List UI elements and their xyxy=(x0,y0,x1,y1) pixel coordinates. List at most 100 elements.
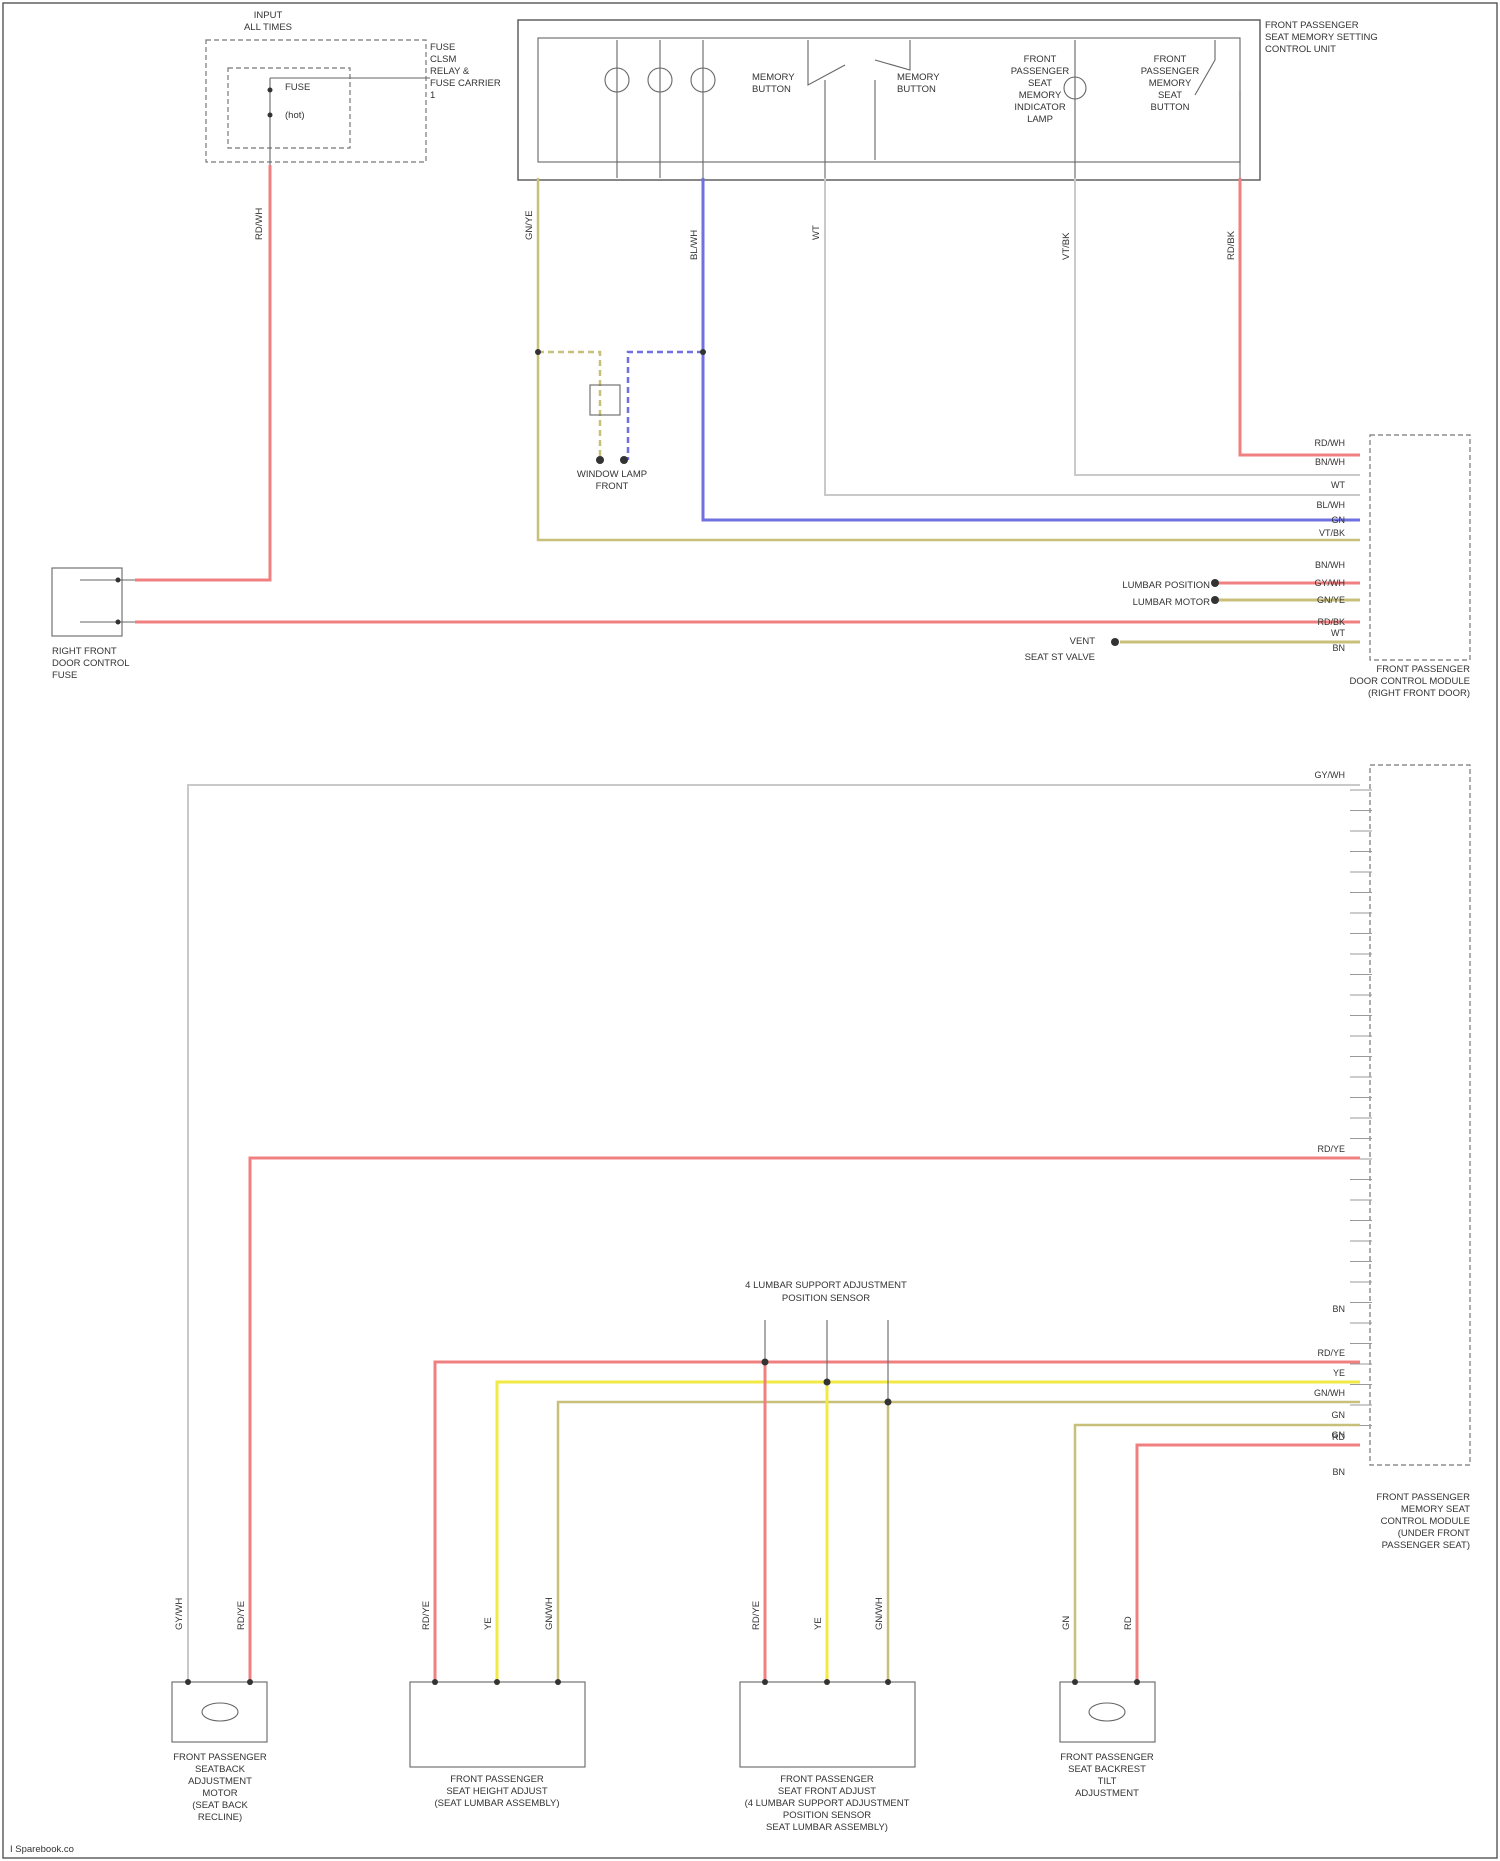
seat-control-label-1: FRONT PASSENGER xyxy=(1376,1492,1470,1503)
right-front-door-label-1: RIGHT FRONT xyxy=(52,646,117,657)
right-front-door-fuse: RIGHT FRONT DOOR CONTROL FUSE xyxy=(52,568,135,681)
seat-button-label-2: PASSENGER xyxy=(1141,66,1200,77)
wire-label-lower-2: RD/YE xyxy=(236,1601,247,1630)
bottom1-label-5: (SEAT BACK xyxy=(192,1800,248,1811)
connector-upper-pin-5: VT/BK xyxy=(1319,528,1345,538)
right-front-door-label-3: FUSE xyxy=(52,670,77,681)
hot-label: (hot) xyxy=(285,110,305,121)
wire-red1 xyxy=(135,165,270,580)
bottom1-label-6: RECLINE) xyxy=(198,1812,242,1823)
fuse-label: FUSE xyxy=(285,82,310,93)
bottom3-label-2: SEAT FRONT ADJUST xyxy=(778,1786,876,1797)
wire-label-vt-bk: VT/BK xyxy=(1061,232,1072,260)
bottom-component-2: FRONT PASSENGER SEAT HEIGHT ADJUST (SEAT… xyxy=(410,1679,585,1809)
connector-upper-pin-0: RD/WH xyxy=(1315,438,1346,448)
door-control-label-3: (RIGHT FRONT DOOR) xyxy=(1368,688,1470,699)
indicator-label-2: PASSENGER xyxy=(1011,66,1070,77)
window-lamp-label-1: WINDOW LAMP xyxy=(577,469,647,480)
seat-button-label-3: MEMORY xyxy=(1149,78,1192,89)
wire-label-gn-ye: GN/YE xyxy=(524,210,535,240)
wire-label-b2c: GN/WH xyxy=(874,1597,885,1630)
bottom2-label-2: SEAT HEIGHT ADJUST xyxy=(446,1786,548,1797)
bottom4-label-3: TILT xyxy=(1098,1776,1117,1787)
wire-blue2 xyxy=(628,352,703,460)
lumbar-sensor-label-1: 4 LUMBAR SUPPORT ADJUSTMENT xyxy=(745,1280,907,1291)
bottom-component-3: FRONT PASSENGER SEAT FRONT ADJUST (4 LUM… xyxy=(740,1679,915,1833)
connector-upper-pin-4: GN xyxy=(1332,515,1346,525)
upper-wires xyxy=(135,165,1360,642)
wire-label-lower-1: GY/WH xyxy=(174,1598,185,1630)
footer-text: I Sparebook.co xyxy=(10,1844,74,1855)
connector-lower-pin-5: GN/WH xyxy=(1314,1388,1345,1398)
wire-label-rd-bk: RD/BK xyxy=(1226,230,1237,260)
fuse-relay-note-5: 1 xyxy=(430,90,435,101)
connector-lower-pin-4: YE xyxy=(1333,1368,1345,1378)
memory-button1-label-1: MEMORY xyxy=(752,72,795,83)
fuse-block-label-2: ALL TIMES xyxy=(244,22,292,33)
seat-control-label-2: MEMORY SEAT xyxy=(1401,1504,1470,1515)
seat-control-label-5: PASSENGER SEAT) xyxy=(1382,1540,1470,1551)
memory-button2-label-1: MEMORY xyxy=(897,72,940,83)
connector-lower-pin-2: BN xyxy=(1332,1304,1345,1314)
seat-control-label-4: (UNDER FRONT xyxy=(1398,1528,1470,1539)
seat-control-label-3: CONTROL MODULE xyxy=(1381,1516,1470,1527)
seat-memory-module-label-2: SEAT MEMORY SETTING xyxy=(1265,32,1378,43)
connector-upper-pin-10: WT xyxy=(1331,628,1345,638)
lumbar-sensor-label-2: POSITION SENSOR xyxy=(782,1293,870,1304)
connector-lower-pin-1: RD/YE xyxy=(1317,1144,1345,1154)
bottom1-label-4: MOTOR xyxy=(202,1788,237,1799)
wire-label-b1b: YE xyxy=(483,1617,494,1630)
door-control-label-2: DOOR CONTROL MODULE xyxy=(1349,676,1470,687)
wire-lyellow1 xyxy=(497,1382,1360,1685)
connector-upper-pin-6: BN/WH xyxy=(1315,560,1345,570)
page-border xyxy=(3,3,1497,1858)
bottom-component-4: FRONT PASSENGER SEAT BACKREST TILT ADJUS… xyxy=(1060,1679,1155,1799)
connector-lower-pin-0: GY/WH xyxy=(1315,770,1346,780)
fuse-relay-note-4: FUSE CARRIER xyxy=(430,78,501,89)
wire-label-upper-left: RD/WH xyxy=(254,208,265,240)
seat-button-label-4: SEAT xyxy=(1158,90,1182,101)
lumbar-motor-label: LUMBAR MOTOR xyxy=(1133,597,1211,608)
bottom3-label-3: (4 LUMBAR SUPPORT ADJUSTMENT xyxy=(745,1798,910,1809)
connector-upper-pin-7: GY/WH xyxy=(1315,578,1346,588)
indicator-label-3: SEAT xyxy=(1028,78,1052,89)
lumbar-pos-label: LUMBAR POSITION xyxy=(1122,580,1210,591)
bottom1-label-3: ADJUSTMENT xyxy=(188,1776,252,1787)
fuse-relay-note-2: CLSM xyxy=(430,54,456,65)
wire-label-b2a: RD/YE xyxy=(751,1601,762,1630)
seat-memory-module-label-1: FRONT PASSENGER xyxy=(1265,20,1359,31)
seat-st-label: SEAT ST VALVE xyxy=(1025,652,1095,663)
wire-olive2 xyxy=(538,352,600,460)
wire-lred3 xyxy=(1137,1445,1360,1685)
bottom4-label-4: ADJUSTMENT xyxy=(1075,1788,1139,1799)
connector-upper-pin-9: RD/BK xyxy=(1317,617,1345,627)
connector-upper-pin-8: GN/YE xyxy=(1317,595,1345,605)
door-control-label-1: FRONT PASSENGER xyxy=(1376,664,1470,675)
wire-label-bl-wh: BL/WH xyxy=(689,230,700,260)
wire-label-b2b: YE xyxy=(813,1617,824,1630)
right-front-door-label-2: DOOR CONTROL xyxy=(52,658,130,669)
connector-upper-pin-3: BL/WH xyxy=(1316,500,1345,510)
window-lamp-label-2: FRONT xyxy=(596,481,629,492)
indicator-label-1: FRONT xyxy=(1024,54,1057,65)
fuse-relay-note-1: FUSE xyxy=(430,42,455,53)
wire-label-wt: WT xyxy=(811,225,822,240)
bottom3-label-5: SEAT LUMBAR ASSEMBLY) xyxy=(766,1822,888,1833)
wire-label-b1a: RD/YE xyxy=(421,1601,432,1630)
seat-button-label-5: BUTTON xyxy=(1151,102,1190,113)
memory-button2-label-2: BUTTON xyxy=(897,84,936,95)
connector-lower-pin-9: BN xyxy=(1332,1467,1345,1477)
vent-label: VENT xyxy=(1070,636,1096,647)
wire-label-b1c: GN/WH xyxy=(544,1597,555,1630)
connector-lower-pin-8: RD xyxy=(1332,1432,1345,1442)
wire-lred1 xyxy=(250,1158,1360,1685)
lower-wires xyxy=(188,785,1360,1685)
connector-lower-pin-3: RD/YE xyxy=(1317,1348,1345,1358)
bottom4-label-1: FRONT PASSENGER xyxy=(1060,1752,1154,1763)
connector-upper-pin-1: BN/WH xyxy=(1315,457,1345,467)
bottom2-label-3: (SEAT LUMBAR ASSEMBLY) xyxy=(434,1798,559,1809)
indicator-label-6: LAMP xyxy=(1027,114,1053,125)
wire-white1 xyxy=(825,178,1360,495)
indicator-label-4: MEMORY xyxy=(1019,90,1062,101)
connector-upper-pin-11: BN xyxy=(1332,643,1345,653)
